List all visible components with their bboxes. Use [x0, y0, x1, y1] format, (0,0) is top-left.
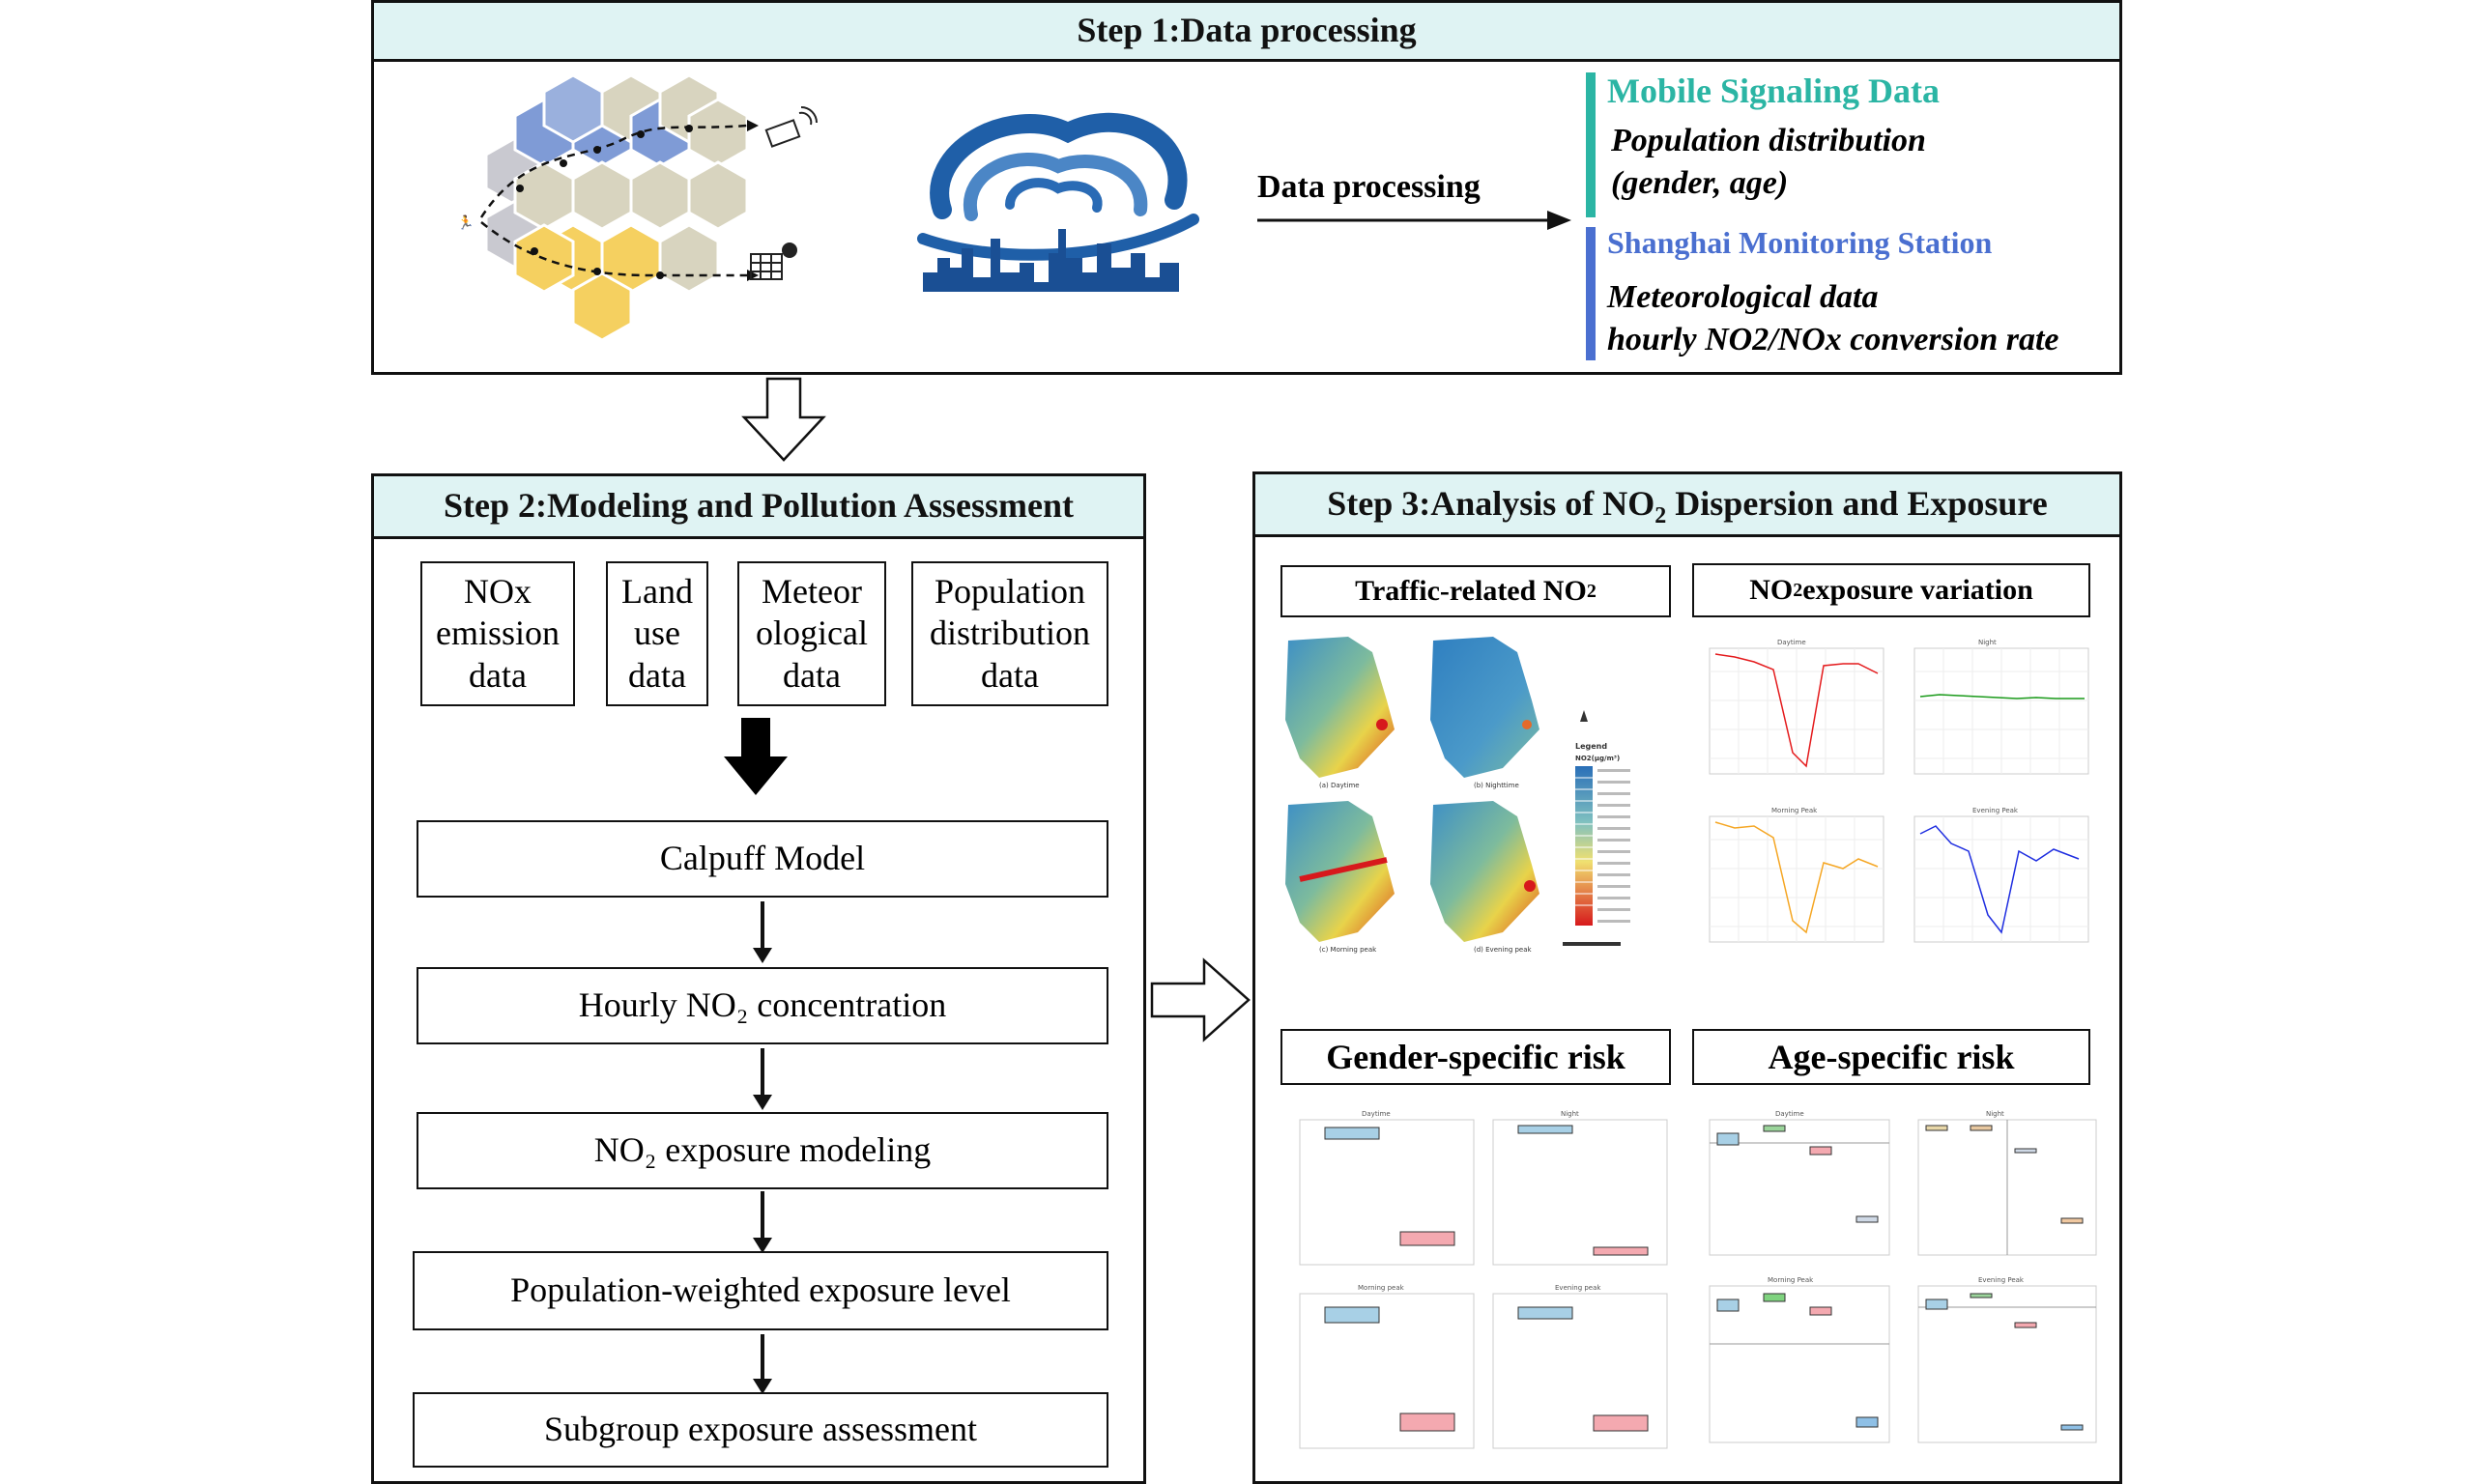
input-nox-emission: NOx emission data — [420, 561, 575, 706]
cellular-grid-illustration: 🏃 — [457, 73, 759, 342]
age-risk-boxplots: Daytime Night Morning Peak Evening Peak — [1709, 1110, 2097, 1443]
exposure-variation-charts: Daytime Night Morning Peak Evening Peak — [1709, 639, 2089, 943]
variation-post: exposure variation — [1802, 574, 2033, 606]
station-heading: Shanghai Monitoring Station — [1607, 225, 1993, 260]
traffic-sub: 2 — [1586, 580, 1597, 602]
map-nighttime — [1430, 637, 1539, 778]
gender-risk-boxplots: Daytime Night Morning peak Evening peak — [1299, 1110, 1668, 1449]
var-panel-daytime — [1709, 647, 1884, 775]
legend-unit: NO2(μg/m³) — [1575, 755, 1620, 762]
var-title-2: Morning Peak — [1771, 807, 1818, 814]
legend-colorbar — [1575, 766, 1593, 926]
gender-title-2: Morning peak — [1358, 1284, 1405, 1292]
map-caption-d: (d) Evening peak — [1474, 946, 1533, 954]
input-l1: Population — [934, 572, 1085, 612]
mobile-line2: (gender, age) — [1611, 165, 1789, 201]
input-l3: data — [469, 655, 527, 695]
arrow-down — [753, 901, 772, 963]
data-processing-arrow — [1257, 211, 1571, 230]
hollow-arrow-down — [741, 377, 826, 462]
mobile-line1: Population distribution — [1611, 123, 1926, 158]
step3-title-sub: 2 — [1654, 503, 1667, 529]
step3-title-post: Dispersion and Exposure — [1666, 484, 2048, 523]
map-morning-peak — [1285, 801, 1395, 942]
age-title-2: Morning Peak — [1768, 1276, 1814, 1284]
no2-exposure-modeling-box: NO₂ exposure modeling — [417, 1112, 1108, 1189]
age-title-1: Night — [1986, 1110, 2004, 1118]
traffic-pre: Traffic-related NO — [1355, 575, 1587, 607]
meteorology-cloud-logo — [917, 112, 1199, 292]
map-daytime — [1285, 637, 1395, 778]
age-title-0: Daytime — [1775, 1110, 1804, 1118]
var-title-0: Daytime — [1777, 639, 1806, 646]
input-l2: use — [634, 614, 680, 653]
step2-title: Step 2:Modeling and Pollution Assessment — [374, 476, 1143, 539]
input-l2: ological — [756, 614, 868, 653]
station-line1: Meteorological data — [1607, 279, 1879, 315]
grid-table-icon — [750, 243, 797, 280]
arrow-down — [753, 1191, 772, 1253]
variation-pre: NO — [1749, 574, 1794, 606]
age-risk-heading: Age-specific risk — [1692, 1029, 2090, 1085]
arrow-down — [753, 1048, 772, 1110]
population-weighted-exposure-box: Population-weighted exposure level — [413, 1251, 1108, 1330]
map-caption-c: (c) Morning peak — [1319, 946, 1377, 954]
arrow-down — [753, 1334, 772, 1394]
gender-title-0: Daytime — [1362, 1110, 1391, 1118]
data-processing-label: Data processing — [1257, 169, 1481, 205]
var-panel-evening — [1913, 815, 2089, 943]
step3-panel: Step 3:Analysis of NO2 Dispersion and Ex… — [1252, 471, 2122, 1484]
step3-title: Step 3:Analysis of NO2 Dispersion and Ex… — [1255, 474, 2119, 537]
gender-title-3: Evening peak — [1555, 1284, 1601, 1292]
map-evening-peak — [1430, 801, 1539, 942]
no2-maps-figure: (a) Daytime (b) Nighttime (c) Morning pe… — [1285, 637, 1630, 954]
north-arrow-icon — [1580, 710, 1588, 722]
mobile-signaling-heading: Mobile Signaling Data — [1607, 71, 1941, 110]
station-accent-bar — [1586, 227, 1596, 360]
input-l1: Meteor — [762, 572, 862, 612]
step1-title: Step 1:Data processing — [374, 3, 2119, 62]
input-l3: data — [783, 655, 841, 695]
var-title-1: Night — [1978, 639, 1997, 646]
input-land-use: Land use data — [606, 561, 708, 706]
var-title-3: Evening Peak — [1972, 807, 2019, 814]
variation-sub: 2 — [1793, 579, 1803, 601]
input-l3: data — [981, 655, 1039, 695]
mobile-accent-bar — [1586, 72, 1596, 217]
step3-title-pre: Step 3:Analysis of NO — [1327, 484, 1655, 523]
gender-risk-heading: Gender-specific risk — [1280, 1029, 1671, 1085]
input-meteorological: Meteor ological data — [737, 561, 886, 706]
map-caption-a: (a) Daytime — [1319, 782, 1360, 789]
input-population-distribution: Population distribution data — [911, 561, 1108, 706]
hourly-no2-concentration-box: Hourly NO₂ concentration — [417, 967, 1108, 1044]
var-panel-night — [1913, 647, 2089, 775]
hollow-arrow-right — [1150, 957, 1251, 1042]
station-line2: hourly NO2/NOx conversion rate — [1607, 322, 2059, 357]
step2-panel: Step 2:Modeling and Pollution Assessment… — [371, 473, 1146, 1484]
age-title-3: Evening Peak — [1978, 1276, 2025, 1284]
gender-title-1: Night — [1561, 1110, 1579, 1118]
input-l1: NOx — [464, 572, 532, 612]
satellite-icon — [764, 106, 818, 148]
var-panel-morning — [1709, 815, 1884, 943]
subgroup-exposure-assessment-box: Subgroup exposure assessment — [413, 1392, 1108, 1468]
map-caption-b: (b) Nighttime — [1474, 782, 1519, 789]
input-l2: emission — [435, 614, 560, 653]
calpuff-model-box: Calpuff Model — [417, 820, 1108, 898]
input-l1: Land — [621, 572, 693, 612]
thick-arrow-down — [724, 718, 788, 795]
input-l3: data — [628, 655, 686, 695]
legend-title: Legend — [1575, 742, 1607, 751]
svg-text:🏃: 🏃 — [457, 214, 474, 231]
input-l2: distribution — [929, 614, 1090, 653]
step1-panel: Step 1:Data processing — [371, 0, 2122, 375]
